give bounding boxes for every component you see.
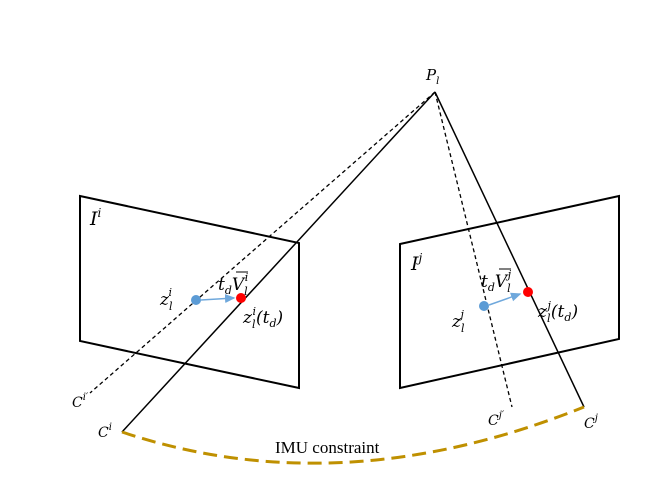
- label-image-i: Ii: [89, 206, 102, 230]
- ray-cam-j-prime: [434, 91, 513, 408]
- label-point-p: Pl: [425, 66, 439, 87]
- label-z-j-td: zlj(td): [537, 299, 578, 325]
- label-velocity-j: tdVlj: [481, 268, 512, 295]
- ray-cam-i: [121, 91, 436, 433]
- feature-point-z-j: [479, 301, 489, 311]
- label-cam-i-prime: Ci′: [72, 392, 89, 411]
- label-velocity-i: tdVli: [218, 271, 248, 298]
- imu-constraint-curve: [121, 405, 585, 465]
- velocity-arrow-i: [200, 294, 236, 304]
- image-plane-j: [399, 194, 620, 390]
- label-cam-j: Cj: [584, 413, 598, 432]
- feature-point-z-i-td: [236, 293, 246, 303]
- label-z-i-td: zli(td): [242, 305, 283, 331]
- label-z-i: zli: [159, 286, 173, 313]
- ray-cam-i-prime: [89, 91, 436, 394]
- label-image-j: Ij: [410, 251, 423, 275]
- label-cam-j-prime: Cj′: [488, 410, 505, 429]
- label-cam-i: Ci: [98, 422, 112, 441]
- label-imu-constraint: IMU constraint: [275, 438, 380, 457]
- feature-point-z-i: [191, 295, 201, 305]
- label-z-j: zlj: [451, 308, 465, 335]
- ray-cam-j: [434, 91, 585, 408]
- velocity-arrow-j: [488, 292, 522, 306]
- feature-point-z-j-td: [523, 287, 533, 297]
- image-plane-i: [79, 194, 300, 390]
